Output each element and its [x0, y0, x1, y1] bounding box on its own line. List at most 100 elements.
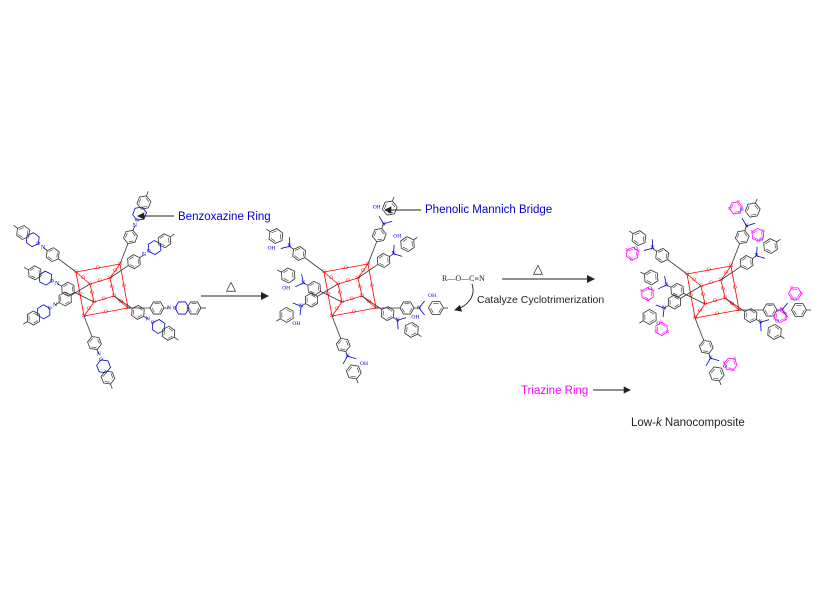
oxygen-atom: O — [122, 283, 126, 289]
benzoxazine-ring-label: Benzoxazine Ring — [178, 211, 271, 223]
benzoxazine-arm: NO — [109, 233, 175, 279]
curved-catalysis-arrow — [454, 283, 474, 312]
oxygen-atom: O — [335, 306, 339, 312]
phenyl-ring — [734, 230, 750, 245]
phenyl-ring — [307, 280, 321, 296]
nitrogen-atom: N — [53, 303, 58, 309]
mannich-arm: NOH — [367, 196, 398, 265]
phenyl-ring — [371, 228, 387, 243]
triazine-ring — [787, 287, 802, 300]
nitrogen-atom: N — [381, 221, 386, 227]
oxazine-ring — [174, 301, 190, 315]
phenol-ring — [428, 301, 444, 315]
oxygen-atom: O — [113, 268, 117, 274]
benzoxazine-arm: NO — [13, 224, 77, 273]
oxazine-ring — [151, 319, 166, 334]
oxygen-atom: O — [151, 320, 155, 326]
mannich-arm: N OH — [276, 283, 339, 327]
triazine-nitrogen: N — [625, 247, 629, 252]
triazine-nitrogen: N — [651, 287, 655, 292]
oxygen-atom: O — [326, 291, 330, 297]
ether-oxygen: O — [723, 364, 727, 370]
oxygen-atom: O — [724, 270, 728, 276]
triazine-nitrogen: N — [773, 316, 777, 321]
oxygen-atom: O — [367, 299, 371, 305]
ether-oxygen: O — [775, 318, 779, 324]
phenyl-ring — [380, 306, 395, 321]
oxygen-atom: O — [50, 278, 54, 284]
phenyl-ring — [335, 337, 351, 352]
mannich-arm: NOH — [361, 295, 422, 338]
poss-cage: SiOSiOSiOSiOSiOSiOSiOSiOOOOO — [322, 261, 379, 319]
triazine-nitrogen: N — [757, 238, 761, 243]
benzene-ring — [28, 265, 42, 281]
hydroxyl-group: OH — [360, 361, 368, 367]
benzoxazine-arm: NO — [23, 265, 95, 303]
oxygen-atom: O — [338, 290, 342, 296]
hydroxyl-group: OH — [282, 286, 290, 292]
oxygen-atom: O — [99, 357, 103, 363]
oxygen-atom: O — [78, 291, 82, 297]
triazine-nitrogen: N — [738, 210, 742, 215]
oxazine-ring — [147, 240, 162, 255]
oxygen-atom: O — [689, 293, 693, 299]
oxygen-atom: O — [701, 292, 705, 298]
oxygen-atom: O — [36, 241, 40, 247]
benzene-ring — [100, 370, 116, 385]
phenyl-ring — [127, 254, 141, 270]
nitrogen-atom: N — [301, 280, 306, 286]
phenyl-ring — [667, 294, 681, 310]
oxygen-atom: O — [713, 298, 717, 304]
ether-oxygen: O — [759, 237, 763, 243]
triazine-nitrogen: N — [723, 360, 727, 365]
nitrogen-atom: N — [146, 317, 151, 323]
oxygen-atom: O — [329, 275, 333, 281]
catalyze-cyclotrimerization-label: Catalyze Cyclotrimerization — [477, 294, 604, 306]
triazine-ring — [774, 309, 787, 323]
silicon-atom: Si — [685, 271, 690, 277]
nitrogen-atom: N — [142, 252, 147, 258]
oxygen-atom: O — [87, 306, 91, 312]
triazine-nitrogen: N — [630, 257, 634, 262]
silicon-atom: Si — [336, 281, 341, 287]
oxazine-ring — [25, 232, 40, 248]
phenol-ring — [708, 366, 725, 382]
heat-symbol-2: △ — [533, 261, 543, 276]
phenyl-ring — [61, 281, 75, 297]
triazine-nitrogen: N — [750, 229, 754, 234]
mannich-arm: NOH — [376, 293, 448, 316]
phenol-ring — [744, 202, 761, 218]
phenol-ring — [791, 303, 807, 317]
phenyl-ring — [655, 248, 670, 263]
triazine-nitrogen: N — [790, 296, 794, 301]
silicon-atom: Si — [699, 283, 704, 289]
phenyl-ring — [123, 230, 138, 244]
oxygen-atom: O — [344, 265, 348, 271]
hydroxyl-group: OH — [292, 321, 300, 327]
triazine-nitrogen: N — [731, 367, 735, 372]
benzene-ring — [26, 310, 40, 326]
mannich-arm: NOH — [331, 315, 368, 384]
triazine-nitrogen: N — [737, 199, 741, 204]
oxygen-atom: O — [721, 286, 725, 292]
reaction-arrow-1: △ — [201, 278, 269, 300]
oxygen-atom: O — [102, 296, 106, 302]
cyanate-ester-reagent: R—O—C≡N — [442, 274, 485, 283]
benzoxazine-poss-monomer: SiOSiOSiOSiOSiOSiOSiOSiOOOOONONONONONONO… — [13, 191, 206, 389]
triazine-nitrogen: N — [660, 320, 664, 325]
phenol-ring — [268, 228, 284, 244]
nitrogen-atom: N — [744, 223, 749, 229]
phenyl-ring — [292, 246, 307, 261]
silicon-atom: Si — [703, 301, 708, 307]
triazine-nitrogen: N — [779, 307, 783, 312]
nitrogen-atom: N — [287, 244, 292, 250]
oxygen-atom: O — [715, 311, 719, 317]
phenolic-mannich-poss-intermediate: SiOSiOSiOSiOSiOSiOSiOSiOOOOONOHNOHNOHNOH… — [266, 196, 448, 384]
nitrogen-atom: N — [167, 305, 172, 311]
mannich-arm: NOH — [266, 228, 325, 273]
